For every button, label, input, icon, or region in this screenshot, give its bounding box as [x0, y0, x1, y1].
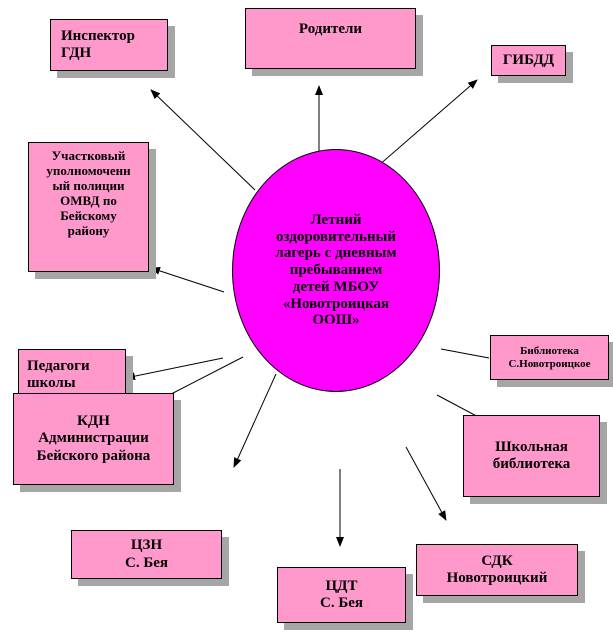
node-gibdd: ГИБДД: [491, 45, 566, 76]
node-police-text: Участковый уполномоченн ый полиции ОМВД …: [46, 148, 131, 238]
node-inspector-text: Инспектор ГДН: [61, 27, 135, 61]
node-police: Участковый уполномоченн ый полиции ОМВД …: [28, 142, 149, 272]
node-kdn-text: КДН Администрации Бейского района: [36, 413, 151, 464]
node-cdt-text: ЦДТ С. Бея: [319, 577, 364, 611]
node-school-library-text: Школьная библиотека: [492, 438, 571, 472]
node-kdn: КДН Администрации Бейского района: [13, 393, 174, 485]
center-camp-ellipse: Летний оздоровительный лагерь с дневным …: [232, 149, 440, 392]
node-village-library: Библиотека С.Новотроицкое: [490, 335, 609, 380]
node-village-library-text: Библиотека С.Новотроицкое: [508, 344, 591, 370]
arrow-to-sdk: [405, 446, 447, 521]
node-teachers-text: Педагоги школы: [27, 357, 90, 391]
arrow-to-gibdd: [377, 79, 478, 167]
node-sdk: СДК Новотроицкий: [416, 544, 578, 596]
node-parents: Родители: [245, 8, 416, 69]
node-inspector: Инспектор ГДН: [50, 19, 168, 71]
node-parents-text: Родители: [298, 21, 363, 37]
node-teachers: Педагоги школы: [18, 349, 126, 401]
node-czn: ЦЗН С. Бея: [71, 530, 222, 579]
center-camp-text: Летний оздоровительный лагерь с дневным …: [275, 211, 397, 329]
arrow-to-teachers: [125, 357, 224, 381]
arrow-to-inspector: [150, 89, 256, 191]
arrow-to-czn: [233, 373, 277, 468]
node-school-library: Школьная библиотека: [463, 415, 600, 497]
node-czn-text: ЦЗН С. Бея: [124, 537, 169, 571]
node-sdk-text: СДК Новотроицкий: [446, 552, 548, 586]
arrow-to-police: [150, 267, 225, 293]
line-to-village-library: [440, 348, 490, 359]
node-cdt: ЦДТ С. Бея: [277, 567, 406, 623]
node-gibdd-text: ГИБДД: [502, 51, 555, 68]
